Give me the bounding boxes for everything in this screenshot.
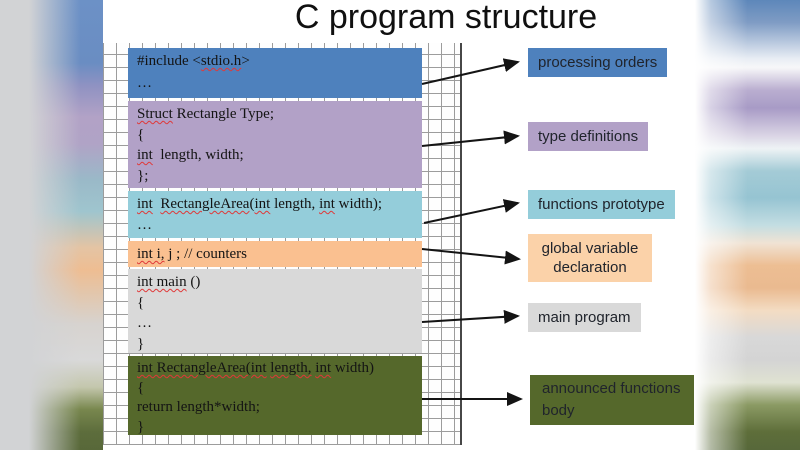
global-variable-block: int i, j ; // counters — [128, 241, 422, 267]
code-line: … — [137, 217, 152, 233]
code-line: int RectangleArea(int length, int width) — [137, 360, 375, 376]
code-line: int main () — [137, 274, 201, 290]
code-line: { — [137, 379, 145, 396]
main-function-block: int main () { …} — [128, 269, 422, 353]
left-blur-edge — [0, 0, 103, 450]
global-variable-declaration-label: global variable declaration — [528, 234, 652, 282]
type-definitions-label: type definitions — [528, 122, 649, 151]
function-body-block: int RectangleArea(int length, int width)… — [128, 356, 422, 435]
code-line: } — [137, 335, 145, 352]
main-program-label: main program — [528, 303, 641, 332]
code-line: { — [137, 294, 145, 311]
code-line: }; — [137, 167, 149, 184]
functions-prototype-label: functions prototype — [528, 190, 675, 219]
code-line: #include <stdio.h> — [137, 53, 250, 69]
code-line: Struct Rectangle Type; — [137, 106, 274, 122]
code-line: return length*width; — [137, 399, 260, 415]
include-directives-block: #include <stdio.h> … — [128, 48, 422, 98]
code-line: } — [137, 418, 145, 435]
type-definition-block: Struct Rectangle Type; { int length, width… — [128, 101, 422, 188]
code-line: … — [137, 315, 152, 331]
code-line: int length, width; — [137, 147, 244, 163]
announced-functions-body-label: announced functions body — [530, 375, 694, 425]
page-title: C program structure — [294, 0, 598, 36]
code-line: int RectangleArea(int length, int width)… — [137, 196, 382, 212]
function-prototype-block: int RectangleArea(int length, int width)… — [128, 191, 422, 238]
right-blur-edge — [695, 0, 800, 450]
code-line: … — [137, 74, 152, 91]
processing-orders-label: processing orders — [528, 48, 668, 77]
code-line: int i, j ; // counters — [137, 246, 248, 262]
code-line: { — [137, 126, 145, 143]
